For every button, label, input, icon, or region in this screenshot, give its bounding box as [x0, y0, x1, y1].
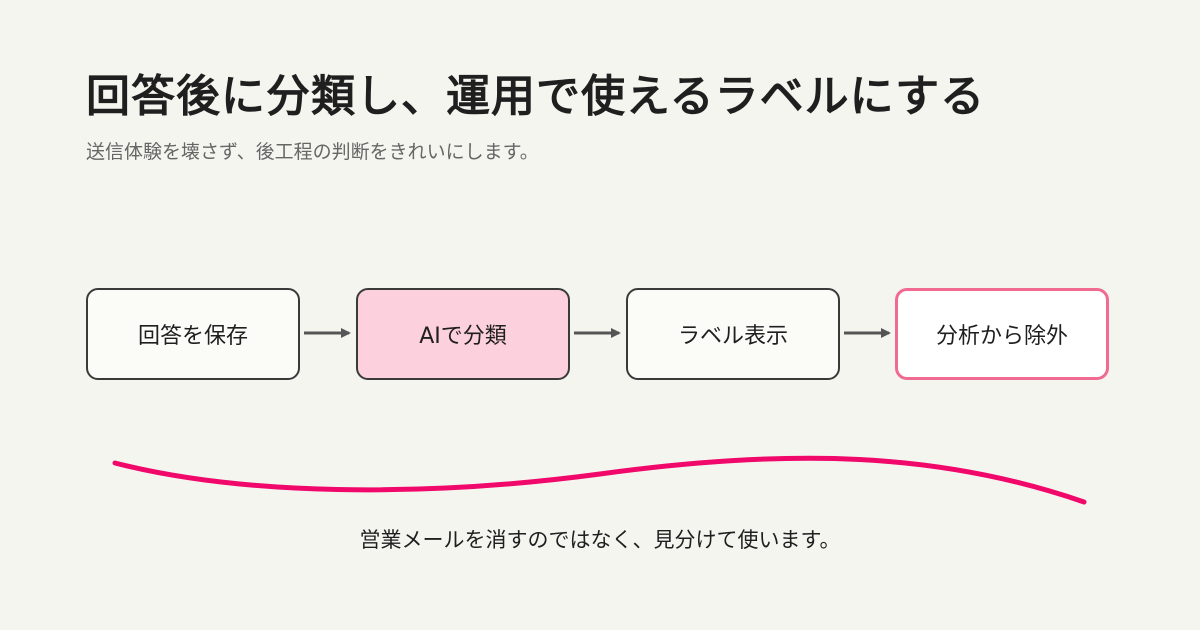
page-title: 回答後に分類し、運用で使えるラベルにする: [86, 71, 986, 122]
flow-step-exclude-from-analysis: 分析から除外: [895, 288, 1109, 380]
decorative-wave: [112, 455, 1087, 505]
flow-step-save-response: 回答を保存: [86, 288, 300, 380]
page-subtitle: 送信体験を壊さず、後工程の判断をきれいにします。: [86, 141, 539, 163]
flow-step-show-label: ラベル表示: [626, 288, 840, 380]
flow-step-label: AIで分類: [419, 324, 507, 349]
flow-step-ai-classify: AIで分類: [356, 288, 570, 380]
caption: 営業メールを消すのではなく、見分けて使います。: [359, 528, 841, 552]
flow-step-label: ラベル表示: [677, 324, 788, 349]
flow-step-label: 分析から除外: [935, 324, 1068, 349]
flow-step-label: 回答を保存: [137, 324, 248, 349]
